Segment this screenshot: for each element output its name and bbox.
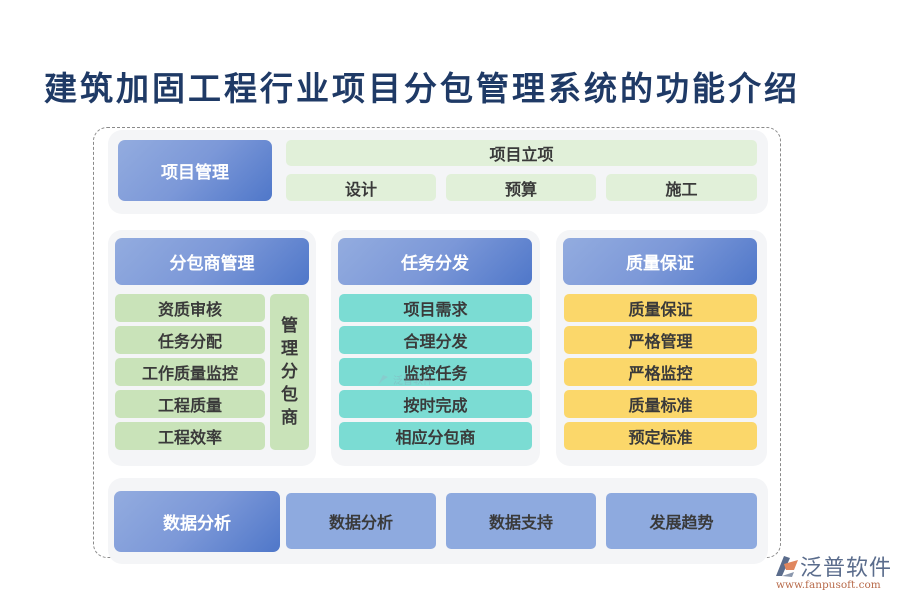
project-management-header: 项目管理 — [118, 140, 272, 201]
design-item: 设计 — [286, 174, 436, 201]
manage-subcontractor-vertical-label: 管 理 分 包 商 — [270, 294, 309, 450]
quality-item: 质量标准 — [564, 390, 757, 418]
task-item: 项目需求 — [339, 294, 532, 322]
watermark: 泛普软件 — [376, 372, 433, 387]
task-item: 按时完成 — [339, 390, 532, 418]
task-item: 合理分发 — [339, 326, 532, 354]
watermark-text: 泛普软件 — [393, 376, 433, 387]
logo-name: 泛普软件 — [800, 556, 893, 581]
logo-url: www.fanpusoft.com — [776, 579, 881, 591]
quality-item: 严格监控 — [564, 358, 757, 386]
subcontractor-item: 资质审核 — [115, 294, 265, 322]
project-initiation-bar: 项目立项 — [286, 140, 757, 166]
data-analysis-item: 数据分析 — [286, 493, 436, 549]
development-trend-item: 发展趋势 — [606, 493, 757, 549]
brand-logo: 泛普软件 www.fanpusoft.com — [770, 548, 895, 598]
subcontractor-item: 任务分配 — [115, 326, 265, 354]
subcontractor-item: 工程质量 — [115, 390, 265, 418]
subcontractor-item: 工程效率 — [115, 422, 265, 450]
page-title: 建筑加固工程行业项目分包管理系统的功能介绍 — [44, 69, 800, 108]
task-item: 相应分包商 — [339, 422, 532, 450]
subcontractor-management-header: 分包商管理 — [115, 238, 309, 285]
vertical-char: 分 — [281, 361, 298, 382]
quality-assurance-header: 质量保证 — [563, 238, 757, 285]
task-distribution-header: 任务分发 — [338, 238, 532, 285]
quality-item: 预定标准 — [564, 422, 757, 450]
subcontractor-item: 工作质量监控 — [115, 358, 265, 386]
construction-item: 施工 — [606, 174, 757, 201]
data-analysis-header: 数据分析 — [114, 491, 280, 552]
task-item: 监控任务 — [339, 358, 532, 386]
data-support-item: 数据支持 — [446, 493, 596, 549]
vertical-char: 商 — [281, 407, 298, 428]
quality-item: 质量保证 — [564, 294, 757, 322]
fanpu-logo-icon — [776, 556, 798, 577]
vertical-char: 理 — [281, 338, 298, 359]
vertical-char: 包 — [281, 384, 298, 405]
vertical-char: 管 — [281, 315, 298, 336]
quality-item: 严格管理 — [564, 326, 757, 354]
watermark-logo-icon — [378, 374, 388, 385]
budget-item: 预算 — [446, 174, 596, 201]
